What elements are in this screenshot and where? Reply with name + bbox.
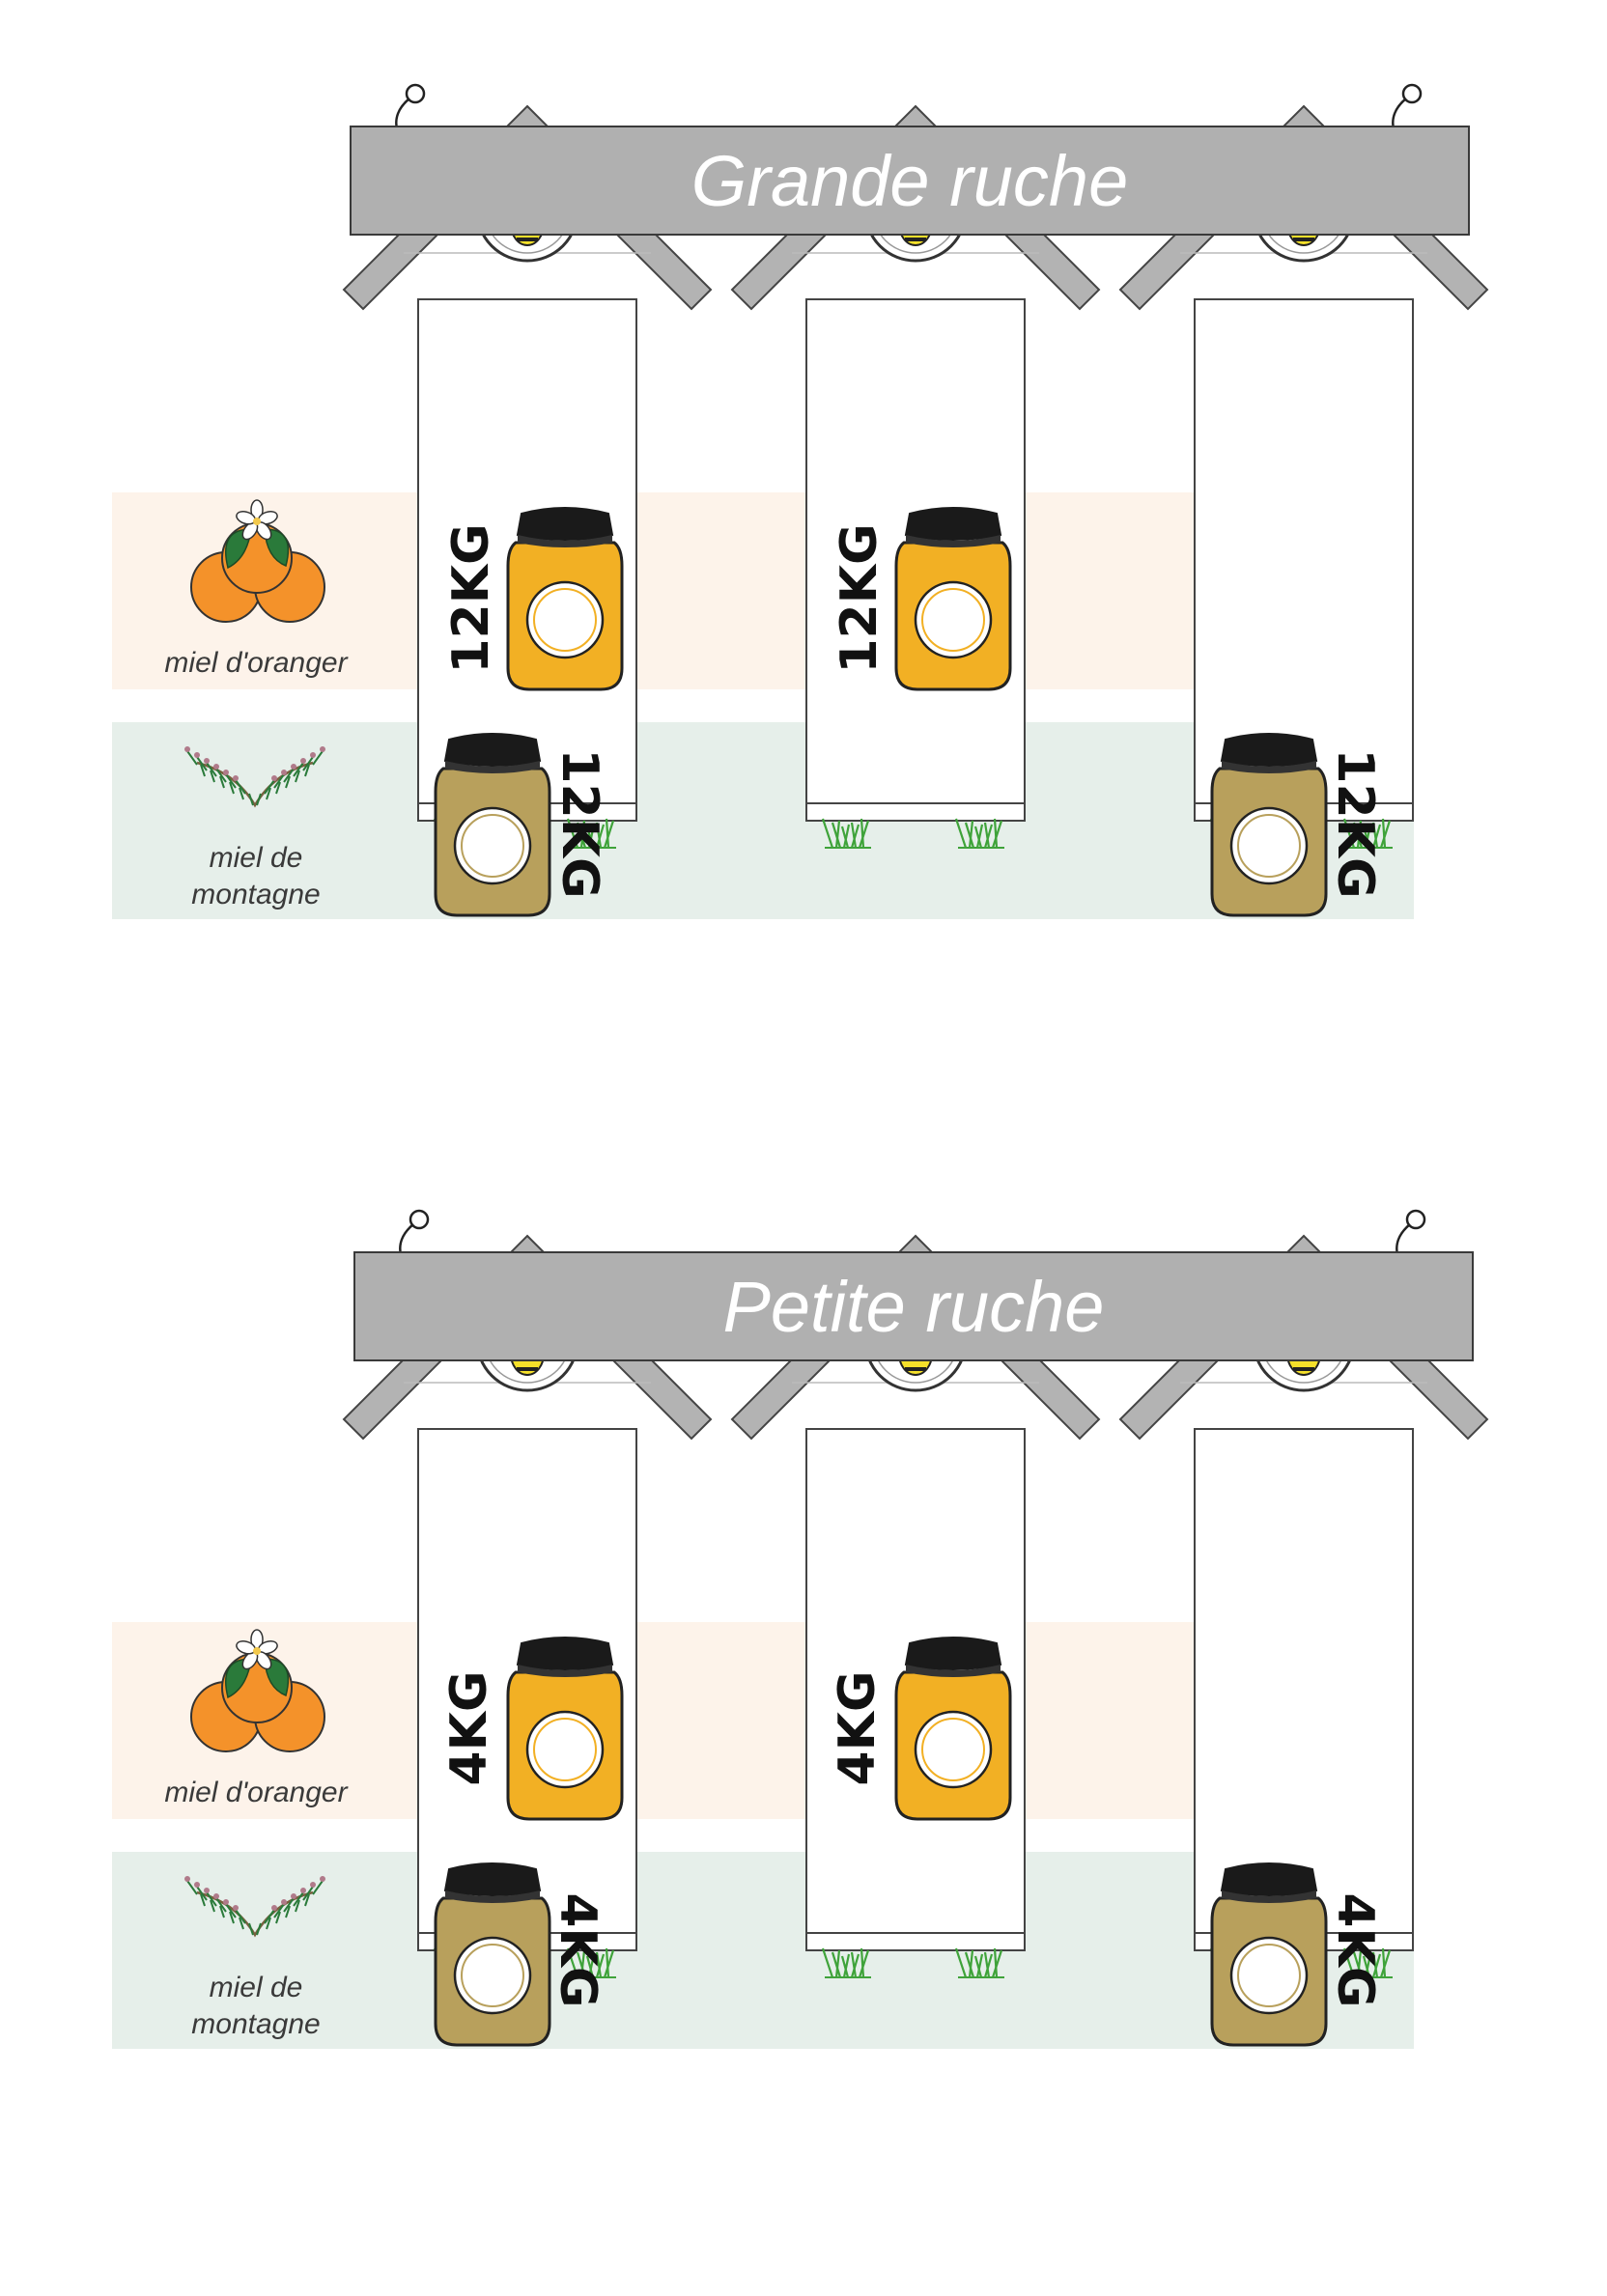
hive bbox=[1118, 1234, 1489, 1978]
section-title: Grande ruche bbox=[691, 140, 1129, 221]
section-grande-ruche: Grande ruche miel d'oranger miel de mont… bbox=[0, 0, 1607, 1062]
section-graphics bbox=[112, 1209, 1489, 2049]
grass-icon bbox=[821, 818, 871, 849]
section-sign: Grande ruche bbox=[350, 126, 1470, 236]
mountain-herb-icon bbox=[184, 1876, 325, 1938]
orange-blossom-icon bbox=[190, 499, 325, 623]
hive-body bbox=[1194, 1428, 1414, 1951]
weight-label: 4KG bbox=[440, 1670, 498, 1786]
honey-jar-icon bbox=[894, 1637, 1012, 1821]
grass-icon bbox=[1342, 818, 1393, 849]
section-title: Petite ruche bbox=[722, 1266, 1105, 1347]
honey-jar-icon bbox=[894, 507, 1012, 691]
mountain-herb-icon bbox=[184, 746, 325, 808]
honey-jar-icon bbox=[434, 1862, 551, 2047]
weight-label: 4KG bbox=[829, 1670, 887, 1786]
weight-label: 4KG bbox=[1326, 1892, 1384, 2008]
row-label-mountain: miel de montagne bbox=[150, 1970, 362, 2043]
row-label-line: miel de bbox=[209, 842, 303, 874]
honey-jar-icon bbox=[506, 507, 624, 691]
weight-label: 12KG bbox=[550, 748, 608, 899]
honey-jar-icon bbox=[1210, 733, 1328, 917]
honey-jar-icon bbox=[506, 1637, 624, 1821]
grass-icon bbox=[954, 818, 1004, 849]
weight-label: 12KG bbox=[1326, 748, 1384, 899]
honey-jar-icon bbox=[434, 733, 551, 917]
grass-icon bbox=[566, 1947, 616, 1978]
row-label-orange: miel d'oranger bbox=[164, 1777, 348, 1808]
orange-blossom-icon bbox=[190, 1629, 325, 1752]
grass-icon bbox=[954, 1947, 1004, 1978]
row-label-line: miel de bbox=[209, 1972, 303, 2003]
section-sign: Petite ruche bbox=[353, 1251, 1474, 1361]
hive-body bbox=[1194, 298, 1414, 822]
weight-label: 12KG bbox=[442, 523, 500, 674]
grass-icon bbox=[566, 818, 616, 849]
section-petite-ruche: Petite ruche miel d'oranger miel de mont… bbox=[0, 1130, 1607, 2192]
weight-label: 12KG bbox=[831, 523, 888, 674]
row-label-line: montagne bbox=[191, 879, 321, 910]
row-label-line: montagne bbox=[191, 2008, 321, 2040]
grass-icon bbox=[821, 1947, 871, 1978]
row-label-mountain: miel de montagne bbox=[150, 840, 362, 913]
row-label-orange: miel d'oranger bbox=[164, 647, 348, 679]
weight-label: 4KG bbox=[549, 1892, 606, 2008]
grass-icon bbox=[1342, 1947, 1393, 1978]
honey-jar-icon bbox=[1210, 1862, 1328, 2047]
